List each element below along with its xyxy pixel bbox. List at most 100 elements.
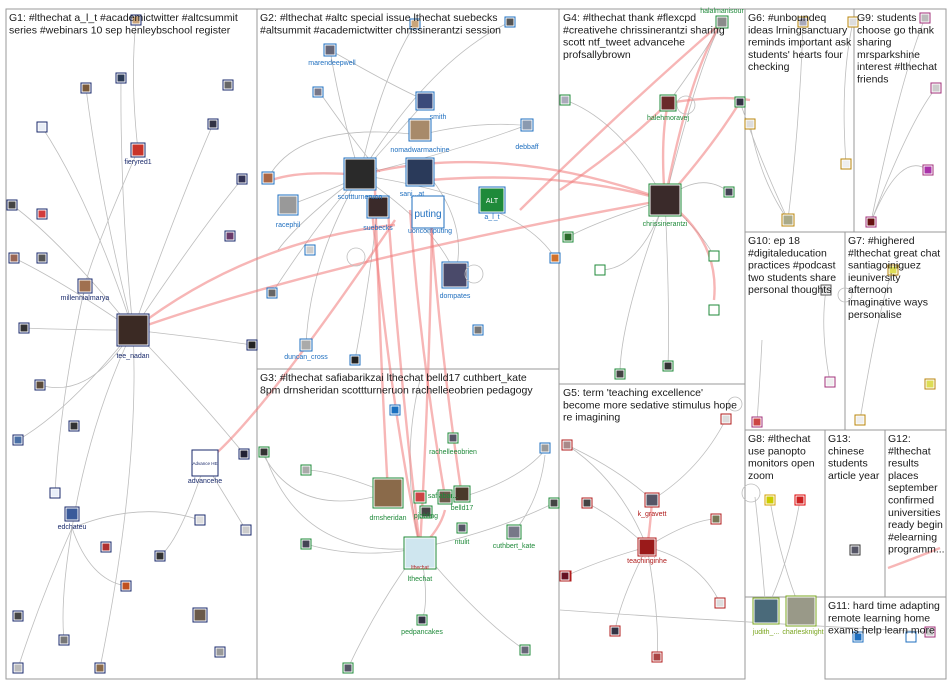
node-avatar [196,516,204,524]
node [408,118,432,142]
node-avatar [550,499,558,507]
node [852,631,864,643]
edge [870,87,937,223]
node [49,487,61,499]
edge [843,21,854,165]
node-avatar [932,84,940,92]
group-title-line: use panopto [748,445,806,457]
group-title-line: #elearning [888,531,937,543]
logo-text: lthechat [411,565,429,571]
edge [17,329,134,441]
node-avatar [79,280,91,292]
node-avatar [302,466,310,474]
node-avatar [551,254,559,262]
group-title-line: G4: #lthechat thank #flexcpd [563,12,696,24]
node [194,514,206,526]
self-loop [676,95,696,115]
node-avatar [787,597,815,625]
node [12,662,24,674]
node-avatar [907,633,915,641]
node [58,634,70,646]
node-label-a_l_t: a_l_t [484,214,499,221]
group-title-line: 8pm drnsheridan scottturneruon rachellee… [260,384,533,396]
node-avatar [407,159,433,185]
node-avatar [725,188,733,196]
edge [619,199,666,375]
node-avatar [783,215,793,225]
group-panels [5,8,947,680]
node [154,550,166,562]
node-avatar [458,524,466,532]
node-avatar [415,492,425,502]
node-avatar [439,491,451,503]
red-edge [887,546,941,570]
node [115,72,127,84]
node-label-cuthbert_kate: cuthbert_kate [493,543,536,550]
node-avatar [796,496,804,504]
node-avatar [238,175,246,183]
node-label-edchateu: edchateu [58,524,87,531]
group-title-g1: G1: #lthechat a_l_t #academictwitter #al… [9,12,238,36]
node [797,16,809,28]
group-title-line: profsallybrown [563,49,631,61]
node-avatar [38,210,46,218]
node [723,186,735,198]
logo-text: Advance HE [192,461,217,466]
node [36,208,48,220]
node [416,614,428,626]
group-titles: G1: #lthechat a_l_t #academictwitter #al… [9,12,945,637]
node-avatar [926,380,934,388]
node-avatar [20,324,28,332]
node [236,173,248,185]
edge [513,454,546,533]
node [36,252,48,264]
red-edge [408,209,447,498]
edge [646,546,658,658]
node-avatar [82,84,90,92]
group-title-line: interest #lthechat [857,61,937,73]
node [68,420,80,432]
node [116,313,150,347]
node-avatar [561,96,569,104]
group-title-line: ideas lrningsanctuary [748,24,848,36]
node-avatar [799,18,807,26]
edge [85,87,134,331]
node-avatar [66,508,78,520]
node [710,513,722,525]
node [785,595,817,627]
node-avatar [753,418,761,426]
edge [54,285,86,494]
node [191,449,219,477]
edge [754,496,767,612]
node-avatar [325,45,335,55]
edge [823,289,831,383]
self-loop [727,396,743,412]
node [714,597,726,609]
node-label-uoncomputing: uoncomputing [408,228,452,235]
node-label-belld17: belld17 [451,505,474,512]
node [764,494,776,506]
group-title-line: G7: #highered [848,235,915,247]
group-title-line: programm... [888,544,945,556]
node-avatar [508,526,520,538]
node-label-judith: judith_... [752,629,780,636]
edge [271,184,353,294]
edge [71,511,201,529]
edge [859,269,894,421]
node-avatar [193,451,217,475]
red-edge [132,223,396,331]
node [559,570,571,582]
node-avatar [411,20,419,28]
node-avatar [921,14,929,22]
edge [419,502,555,549]
node [662,360,674,372]
node [409,18,421,30]
node-avatar [826,378,834,386]
node-avatar [924,166,932,174]
node [659,94,677,112]
node-avatar [118,315,148,345]
group-title-line: friends [857,74,889,86]
